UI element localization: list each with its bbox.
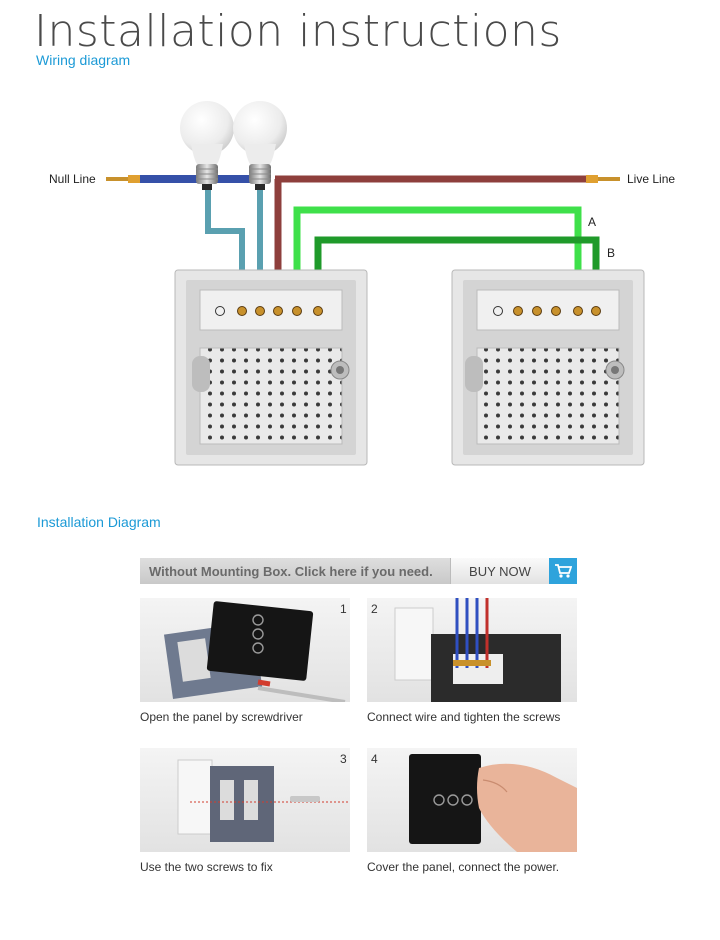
step-3-photo: 3: [140, 748, 350, 852]
mounting-box-banner[interactable]: Without Mounting Box. Click here if you …: [140, 558, 577, 584]
switch-module-left: [174, 269, 368, 466]
step-4-caption: Cover the panel, connect the power.: [367, 860, 560, 874]
step-3-caption: Use the two screws to fix: [140, 860, 273, 874]
step-4-photo: 4: [367, 748, 577, 852]
installation-diagram-title: Installation Diagram: [37, 514, 161, 530]
step-3-number: 3: [340, 752, 347, 766]
install-step-1: 1 Open the panel by screwdriver: [140, 598, 350, 724]
install-step-4: 4 Cover the panel, connect the power.: [367, 748, 577, 874]
step-2-caption: Connect wire and tighten the screws: [367, 710, 561, 724]
wiring-diagram-subtitle: Wiring diagram: [36, 52, 131, 68]
wire-b-label: B: [607, 246, 615, 260]
step-2-number: 2: [371, 602, 378, 616]
page-title: Installation instructions: [34, 6, 562, 57]
install-step-2: 2 Connect wire and tighten the screws: [367, 598, 577, 724]
light-bulb-1-icon: [180, 101, 234, 190]
step-1-caption: Open the panel by screwdriver: [140, 710, 303, 724]
step-2-photo: 2: [367, 598, 577, 702]
step-1-photo: 1: [140, 598, 350, 702]
mounting-box-banner-text[interactable]: Without Mounting Box. Click here if you …: [149, 563, 433, 579]
step-4-number: 4: [371, 752, 378, 766]
step-1-number: 1: [340, 602, 347, 616]
light-bulb-2-icon: [233, 101, 287, 190]
traveler-wire-a: [293, 206, 582, 300]
wire-a-label: A: [588, 215, 596, 229]
buy-now-label: BUY NOW: [469, 563, 531, 579]
live-line-label: Live Line: [627, 172, 675, 186]
null-line-label: Null Line: [49, 172, 96, 186]
shopping-cart-icon: [549, 558, 577, 584]
buy-now-button[interactable]: BUY NOW: [450, 558, 577, 584]
wiring-diagram: Null Line Live Line A B: [49, 101, 675, 466]
install-step-3: 3 Use the two screws to fix: [140, 748, 350, 874]
switch-module-right: [451, 269, 645, 466]
